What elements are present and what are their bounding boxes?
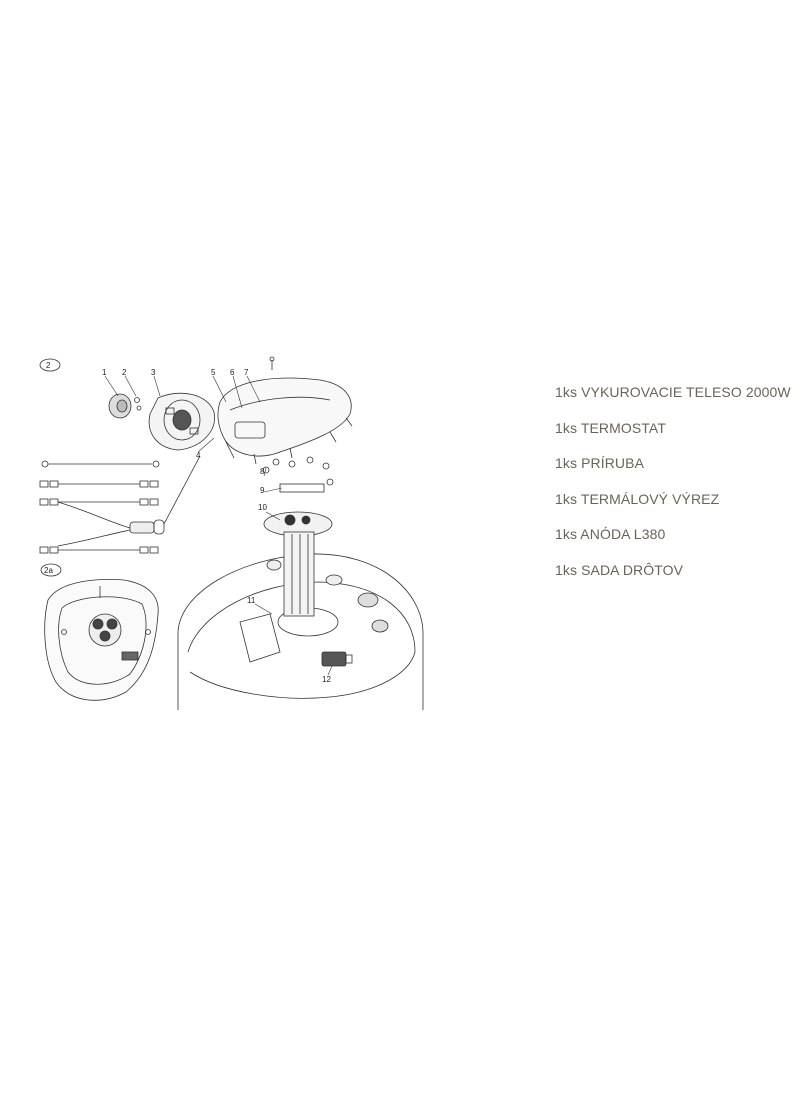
callout-2: 2 <box>122 368 127 377</box>
callout-12: 12 <box>322 675 331 684</box>
panel-detail-2a <box>44 578 159 701</box>
callout-8: 8 <box>260 467 265 476</box>
callout-3: 3 <box>151 368 156 377</box>
parts-list-item: 1ks TERMOSTAT <box>555 419 666 436</box>
callout-11: 11 <box>247 596 256 605</box>
callout-7: 7 <box>244 368 249 377</box>
parts-list-item: 1ks SADA DRÔTOV <box>555 561 684 578</box>
callout-1: 1 <box>102 368 107 377</box>
parts-list: 1ks VYKUROVACIE TELESO 2000W 1ks TERMOST… <box>555 382 791 596</box>
callout-5: 5 <box>211 368 216 377</box>
callout-9: 9 <box>260 486 265 495</box>
part-cover <box>217 377 353 465</box>
callout-6: 6 <box>230 368 235 377</box>
section-2a-marker <box>40 563 62 577</box>
flange-heating-element <box>262 456 334 617</box>
callout-4: 4 <box>196 451 201 460</box>
exploded-parts-diagram: 2 2a 1 2 3 4 5 6 7 8 9 10 11 12 <box>30 352 425 717</box>
wire-set <box>39 455 201 554</box>
section-2-marker <box>39 358 61 372</box>
parts-list-item: 1ks TERMÁLOVÝ VÝREZ <box>555 490 720 507</box>
diagram-drawing: 2 2a 1 2 3 4 5 6 7 8 9 10 11 12 <box>39 356 424 710</box>
parts-list-item: 1ks VYKUROVACIE TELESO 2000W <box>555 384 791 400</box>
section-label-2a: 2a <box>44 566 53 575</box>
part-control-plate <box>148 392 215 451</box>
parts-list-item: 1ks ANÓDA L380 <box>555 526 666 543</box>
leader-lines <box>104 375 333 676</box>
part-grommet <box>108 393 132 419</box>
part-screw-top <box>269 356 275 370</box>
callout-10: 10 <box>258 503 267 512</box>
part-screw <box>134 397 142 411</box>
part-thermostat <box>321 651 353 667</box>
parts-list-item: 1ks PRÍRUBA <box>555 455 645 472</box>
section-label-2: 2 <box>46 361 51 370</box>
